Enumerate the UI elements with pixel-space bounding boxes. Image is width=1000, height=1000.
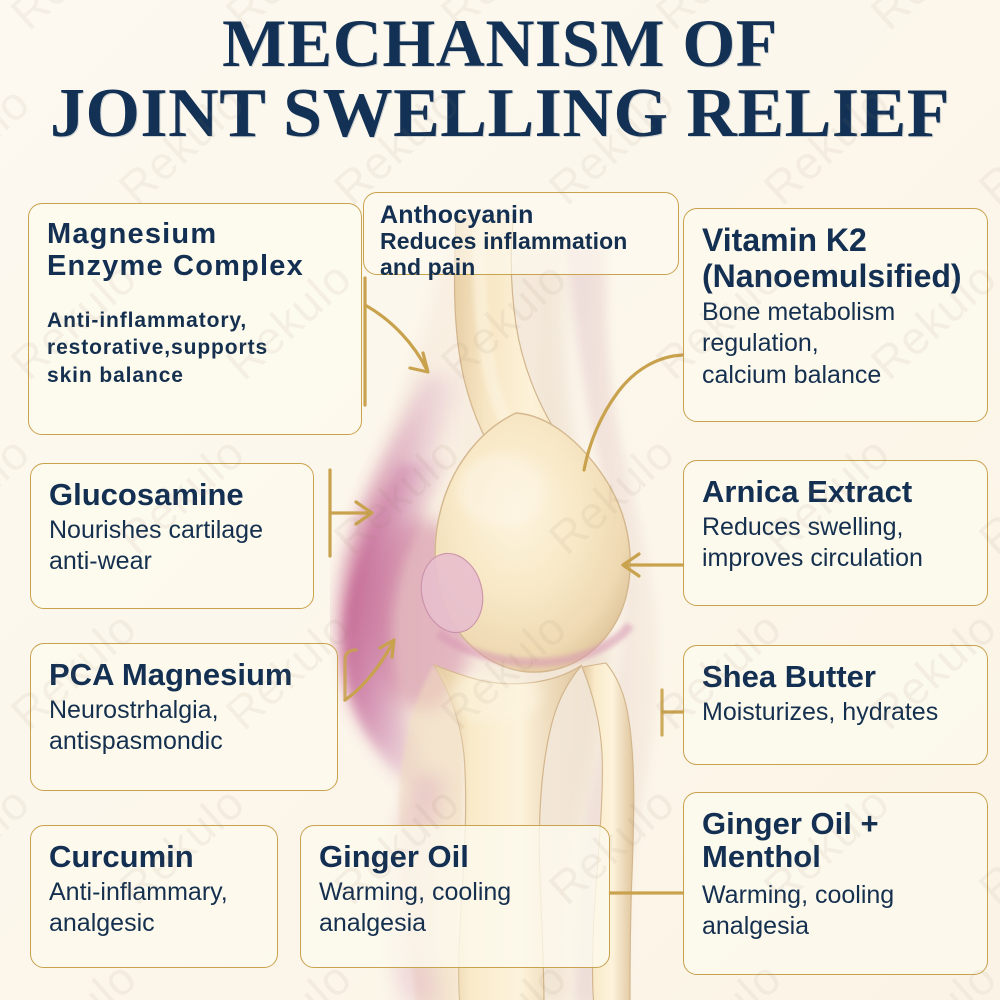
info-card-body: Reduces inflammation and pain [380, 228, 628, 280]
info-card-title: Curcumin [49, 839, 194, 874]
info-card-title: Shea Butter [702, 659, 876, 694]
patella [420, 552, 484, 634]
info-card-body: Neurostrhalgia, antispasmondic [49, 695, 223, 755]
condyle-highlight [458, 455, 546, 527]
info-card-ginger-oil[interactable]: Ginger Oil Warming, cooling analgesia [300, 825, 610, 968]
info-card-body: Anti-inflammatory, restorative,supports … [47, 308, 269, 387]
info-card-title: PCA Magnesium [49, 657, 293, 692]
info-card-pca-magnesium[interactable]: PCA Magnesium Neurostrhalgia, antispasmo… [30, 643, 338, 791]
info-card-body: Warming, cooling analgesia [702, 880, 895, 941]
info-card-glucosamine[interactable]: Glucosamine Nourishes cartilage anti-wea… [30, 463, 314, 609]
info-card-magnesium-enzyme-complex[interactable]: Magnesium Enzyme Complex Anti-inflammato… [28, 203, 362, 435]
joint-cartilage-space [435, 622, 634, 668]
inflammation-core [343, 459, 450, 813]
title-line-1: MECHANISM OF [222, 5, 778, 81]
page-title: MECHANISM OF JOINT SWELLING RELIEF [0, 8, 1000, 150]
info-card-title: Ginger Oil + Menthol [702, 806, 879, 875]
info-card-title: Magnesium Enzyme Complex [47, 218, 304, 283]
info-card-anthocyanin[interactable]: Anthocyanin Reduces inflammation and pai… [363, 192, 679, 280]
title-line-2: JOINT SWELLING RELIEF [49, 75, 951, 153]
info-card-body: Anti-inflammary, analgesic [49, 877, 228, 937]
info-card-title: Ginger Oil [319, 839, 469, 874]
info-card-vitamin-k2[interactable]: Vitamin K2 (Nanoemulsified) Bone metabol… [683, 208, 988, 422]
info-card-body: Reduces swelling, improves circulation [702, 512, 923, 572]
tibia-plateau-highlight [448, 671, 540, 723]
info-card-title: Glucosamine [49, 477, 244, 512]
info-card-ginger-oil-menthol[interactable]: Ginger Oil + Menthol Warming, cooling an… [683, 792, 988, 975]
info-card-title: Vitamin K2 (Nanoemulsified) [702, 222, 962, 294]
info-card-title: Arnica Extract [702, 474, 913, 509]
info-card-title: Anthocyanin [380, 201, 534, 229]
info-card-body: Bone metabolism regulation, calcium bala… [702, 297, 896, 389]
info-card-body: Warming, cooling analgesia [319, 877, 512, 937]
posterior-tissue-band [566, 245, 660, 1000]
info-card-arnica-extract[interactable]: Arnica Extract Reduces swelling, improve… [683, 460, 988, 606]
info-card-shea-butter[interactable]: Shea Butter Moisturizes, hydrates [683, 645, 988, 765]
info-card-body: Nourishes cartilage anti-wear [49, 515, 263, 575]
info-card-curcumin[interactable]: Curcumin Anti-inflammary, analgesic [30, 825, 278, 968]
info-card-body: Moisturizes, hydrates [702, 697, 939, 726]
